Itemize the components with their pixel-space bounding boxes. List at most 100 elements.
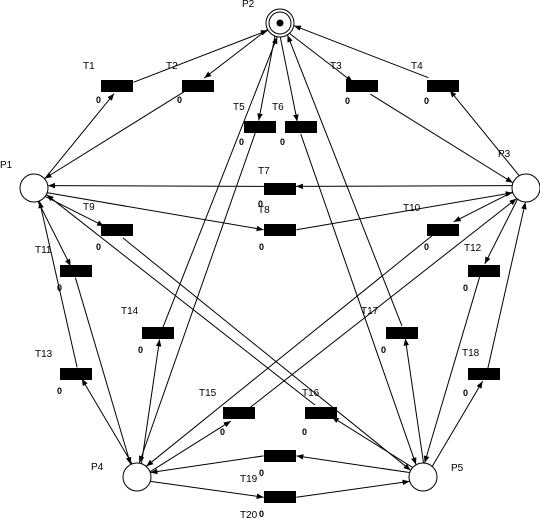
arc-t10-to-p4	[145, 233, 435, 467]
transition-t5[interactable]	[244, 121, 276, 133]
arc-t6-to-p5	[300, 133, 417, 465]
nodes-layer	[19, 8, 540, 503]
arc-t20-to-p5	[296, 479, 410, 498]
arc-p3-to-t4	[449, 90, 520, 176]
transition-t10[interactable]	[427, 224, 459, 236]
transition-t15[interactable]	[223, 407, 255, 419]
place-p2[interactable]	[265, 8, 295, 38]
place-label-p1: P1	[0, 160, 13, 171]
arc-t7-to-p1	[47, 182, 265, 189]
place-circle	[511, 173, 540, 203]
transition-label-t2: T2	[166, 61, 178, 72]
transition-t13[interactable]	[60, 368, 92, 380]
transition-label-t5: T5	[233, 102, 245, 113]
arc-p3-to-t10	[453, 191, 513, 223]
transition-t19[interactable]	[264, 450, 296, 462]
transition-t12[interactable]	[468, 265, 500, 277]
arc-p2-to-t6	[279, 37, 299, 122]
transition-weight-t17: 0	[381, 345, 386, 355]
arc-t15-to-p3	[247, 198, 517, 410]
transition-weight-t10: 0	[424, 242, 429, 252]
arc-p2-to-t3	[289, 33, 354, 83]
transition-t2[interactable]	[182, 80, 214, 92]
arc-t18-to-p3	[487, 202, 527, 369]
transition-label-t16: T16	[302, 388, 320, 399]
arc-p5-to-t19	[296, 454, 410, 473]
transition-label-t11: T11	[35, 245, 52, 256]
arc-p2-to-t2	[203, 29, 268, 79]
transition-t20[interactable]	[264, 491, 296, 503]
arc-t9-to-p5	[122, 237, 411, 471]
place-p3[interactable]	[511, 173, 540, 203]
arc-p5-to-t18	[431, 381, 484, 467]
transition-t1[interactable]	[101, 80, 133, 92]
place-label-p2: P2	[242, 0, 255, 10]
arc-p3-to-t7	[295, 183, 513, 190]
transition-t11[interactable]	[60, 265, 92, 277]
arc-p3-to-t12	[484, 199, 518, 265]
transition-t14[interactable]	[142, 327, 174, 339]
transition-t6[interactable]	[285, 121, 317, 133]
transition-weight-t6: 0	[280, 137, 285, 147]
transition-weight-t12: 0	[463, 283, 468, 293]
arc-t1-to-p2	[133, 29, 268, 83]
arc-t8-to-p3	[296, 191, 513, 231]
arc-t11-to-p4	[74, 277, 132, 465]
transition-t17[interactable]	[386, 327, 418, 339]
token-dot	[276, 19, 284, 27]
transition-label-t17: T17	[361, 306, 379, 317]
place-label-p3: P3	[498, 149, 511, 160]
transition-weight-t14: 0	[138, 345, 143, 355]
place-p1[interactable]	[19, 173, 49, 203]
arc-t17-to-p2	[287, 34, 403, 327]
transition-label-t15: T15	[199, 388, 217, 399]
transition-weight-t16: 0	[302, 427, 307, 437]
place-circle	[122, 462, 152, 492]
arc-p5-to-t16	[331, 416, 413, 468]
arc-t3-to-p3	[370, 93, 514, 184]
transition-label-t9: T9	[83, 202, 95, 213]
transition-label-t4: T4	[411, 61, 423, 72]
transition-weight-t13: 0	[57, 386, 62, 396]
arc-t16-to-p1	[46, 194, 316, 406]
arc-t19-to-p4	[150, 455, 264, 475]
arc-p4-to-t14	[141, 339, 162, 464]
place-p5[interactable]	[408, 462, 438, 492]
transition-t8[interactable]	[264, 224, 296, 236]
transition-t4[interactable]	[427, 80, 459, 92]
arc-t2-to-p1	[44, 89, 188, 179]
transition-weight-t9: 0	[96, 242, 101, 252]
transition-t3[interactable]	[346, 80, 378, 92]
transition-weight-t5: 0	[239, 137, 244, 147]
transition-weight-t7: 0	[258, 199, 263, 209]
transition-label-t1: T1	[83, 61, 95, 72]
arc-p4-to-t13	[81, 378, 133, 464]
transition-label-t18: T18	[462, 348, 480, 359]
transition-weight-t8: 0	[259, 242, 264, 252]
arc-p1-to-t1	[44, 93, 115, 180]
transition-t16[interactable]	[305, 407, 337, 419]
place-label-p4: P4	[91, 462, 104, 473]
transition-weight-t11: 0	[57, 283, 62, 293]
arcs-layer	[37, 25, 527, 500]
transition-weight-t15: 0	[220, 427, 225, 437]
place-circle	[19, 173, 49, 203]
transition-label-t7: T7	[258, 166, 270, 177]
transition-t18[interactable]	[468, 368, 500, 380]
arc-p5-to-t17	[403, 338, 424, 463]
arc-t13-to-p1	[38, 200, 78, 368]
arc-p4-to-t15	[149, 420, 232, 473]
transition-t7[interactable]	[264, 183, 296, 195]
place-p4[interactable]	[122, 462, 152, 492]
transition-weight-t3: 0	[345, 96, 350, 106]
arc-p4-to-t20	[150, 480, 264, 500]
arc-t4-to-p2	[293, 25, 429, 79]
transition-label-t12: T12	[464, 243, 482, 254]
transition-label-t13: T13	[35, 349, 53, 360]
transition-label-t20: T20	[240, 510, 258, 518]
transition-t9[interactable]	[101, 224, 133, 236]
transition-weight-t18: 0	[463, 388, 468, 398]
transition-weight-t1: 0	[96, 95, 101, 105]
